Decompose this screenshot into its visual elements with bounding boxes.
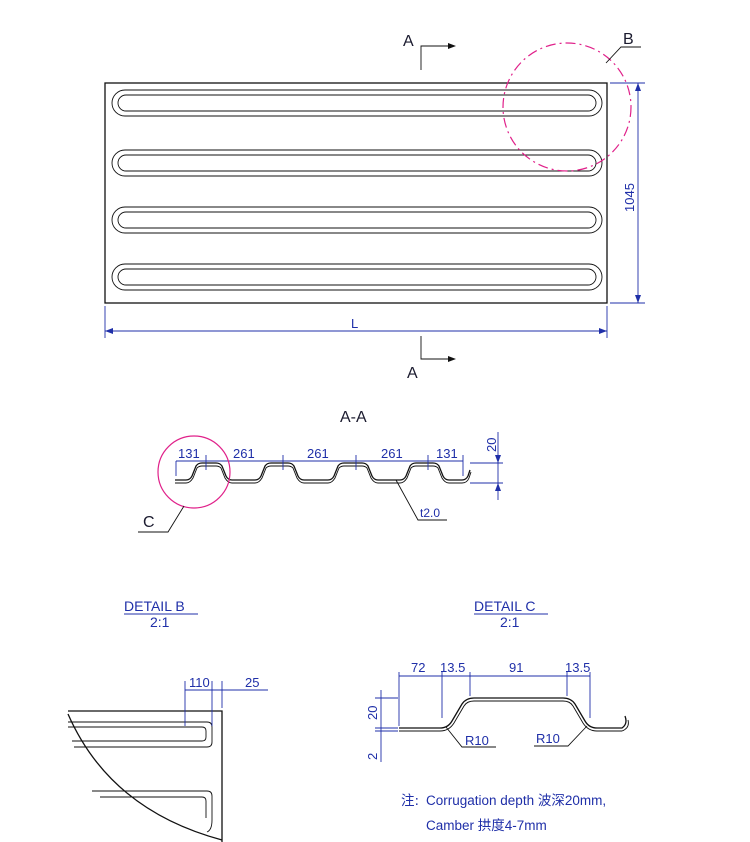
- detail-b-circle: [502, 42, 632, 172]
- detail-c-callout: C: [138, 435, 231, 533]
- detail-c-r1: R10: [465, 733, 489, 748]
- section-aa-title: A-A: [340, 409, 367, 426]
- rib-inner-4: [117, 268, 597, 286]
- panel-outline: [104, 82, 608, 304]
- detail-c-profile-inner: [399, 700, 629, 732]
- detail-b-boundary-arc: [67, 713, 223, 841]
- section-dim-chain: 131 261 261 261 131: [175, 446, 464, 476]
- section-marker-bottom-label: A: [407, 365, 418, 382]
- note-line-1: Corrugation depth 波深20mm,: [426, 793, 606, 808]
- rib-inner-2: [117, 154, 597, 172]
- note-block: 注: Corrugation depth 波深20mm, Camber 拱度4-…: [401, 793, 606, 833]
- detail-c-scale: 2:1: [500, 614, 520, 630]
- section-dim-4: 261: [381, 446, 403, 461]
- section-aa: A-A 131 261 261 261 131 20 t2.0: [138, 409, 503, 533]
- rib-outer-4: [111, 263, 603, 291]
- rib-outer-1: [111, 89, 603, 117]
- height-dimension: 1045: [610, 82, 645, 304]
- detail-b-rib-outer-2: [92, 790, 213, 833]
- section-profile-inner: [175, 465, 472, 484]
- plan-view: A A B 1045 L: [104, 31, 645, 382]
- detail-c: DETAIL C 2:1 72 13.5 91 13.5 20 2 R10 R1…: [365, 598, 629, 762]
- detail-c-title: DETAIL C: [474, 598, 535, 614]
- detail-b-rib-inner-2: [100, 796, 207, 818]
- length-dim-text: L: [351, 316, 358, 331]
- detail-c-profile: [399, 697, 627, 729]
- section-marker-top-label: A: [403, 33, 414, 50]
- note-prefix: 注:: [401, 793, 419, 809]
- length-dimension: L: [104, 306, 608, 338]
- detail-b: DETAIL B 2:1 110 25: [67, 598, 268, 842]
- detail-b-rib-inner: [68, 726, 207, 742]
- detail-b-dim-1: 110: [189, 675, 210, 690]
- detail-c-dim-1: 72: [411, 660, 425, 675]
- section-depth-dimension: 20: [470, 432, 503, 500]
- detail-b-dim-2: 25: [245, 675, 259, 690]
- rib-outer-3: [111, 206, 603, 234]
- corrugation-ribs: [111, 89, 603, 291]
- section-profile: [175, 462, 471, 481]
- section-dim-2: 261: [233, 446, 255, 461]
- section-dim-5: 131: [436, 446, 458, 461]
- section-marker-bottom: A: [407, 336, 456, 382]
- detail-b-plate-edge: [68, 710, 223, 842]
- detail-c-marker-label: C: [143, 514, 155, 531]
- detail-b-scale: 2:1: [150, 614, 170, 630]
- section-depth-text: 20: [484, 438, 499, 452]
- detail-c-dim-4: 13.5: [565, 660, 590, 675]
- section-dim-3: 261: [307, 446, 329, 461]
- detail-b-callout: B: [502, 31, 641, 172]
- detail-c-dim-2: 13.5: [440, 660, 465, 675]
- detail-c-base-text: 2: [365, 753, 380, 760]
- detail-b-rib-outer: [68, 721, 213, 748]
- detail-c-r2-leader: [534, 725, 588, 747]
- rib-inner-3: [117, 211, 597, 229]
- rib-outer-2: [111, 149, 603, 177]
- section-dim-1: 131: [178, 446, 200, 461]
- detail-b-marker-label: B: [623, 31, 634, 48]
- detail-c-dim-3: 91: [509, 660, 523, 675]
- height-dim-text: 1045: [622, 183, 637, 212]
- thickness-text: t2.0: [420, 506, 440, 520]
- detail-c-circle: [157, 435, 231, 509]
- detail-b-title: DETAIL B: [124, 598, 185, 614]
- detail-c-r1-leader: [445, 726, 496, 748]
- section-marker-top: A: [403, 33, 456, 70]
- detail-c-depth-text: 20: [365, 706, 380, 720]
- rib-inner-1: [117, 94, 597, 112]
- detail-c-r2: R10: [536, 731, 560, 746]
- thickness-leader: t2.0: [395, 479, 447, 521]
- note-line-2: Camber 拱度4-7mm: [426, 818, 547, 833]
